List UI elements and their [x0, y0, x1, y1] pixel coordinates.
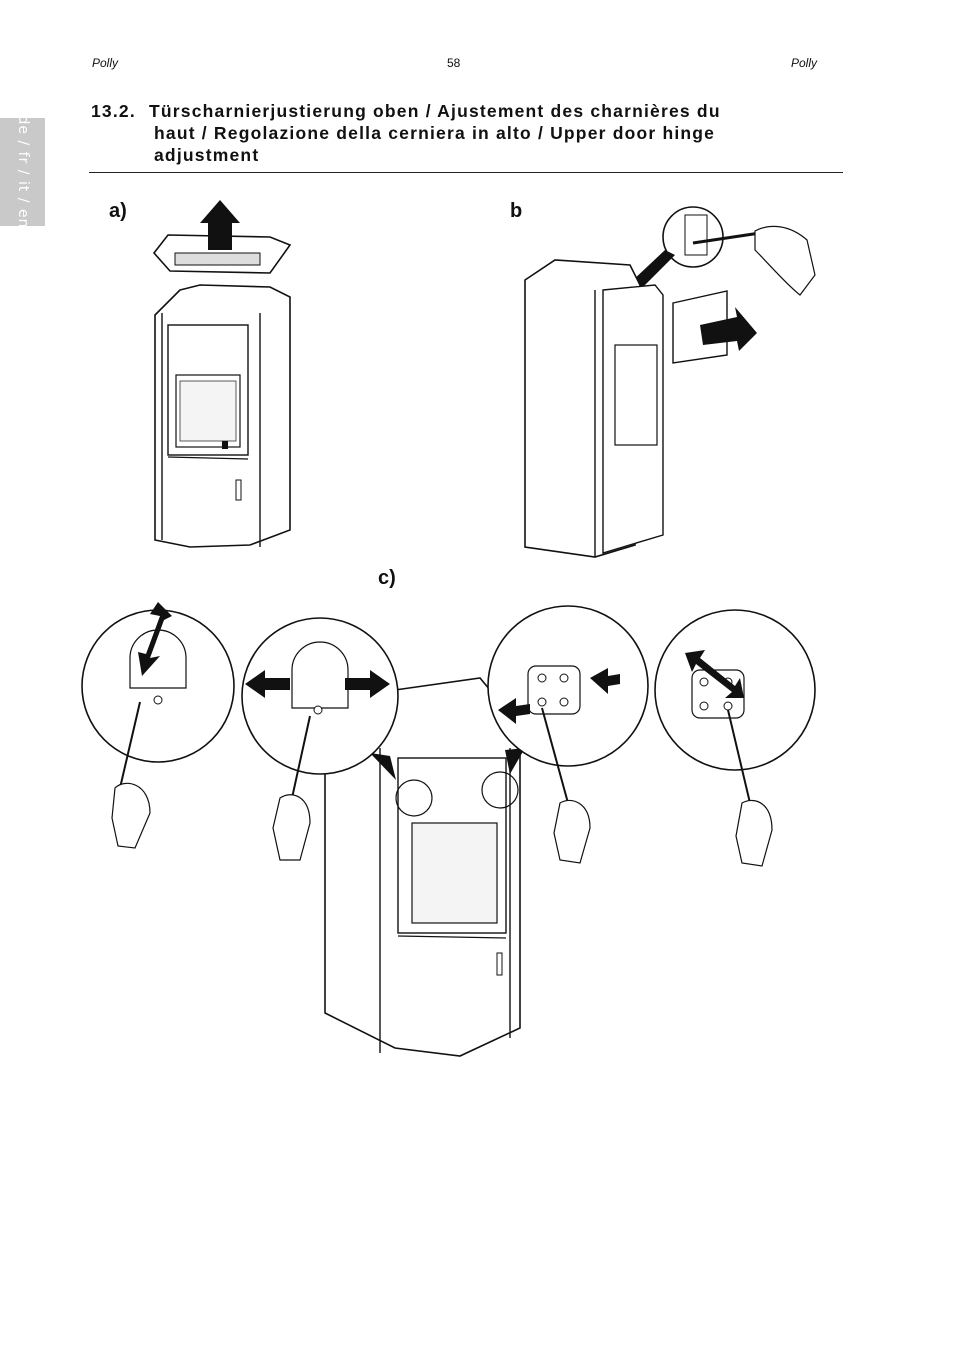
hand-icon — [735, 799, 773, 867]
heading-rule — [89, 172, 843, 173]
hand-icon — [272, 794, 311, 861]
language-tab-label: de / fr / it / en — [14, 115, 31, 229]
left-arrow-icon — [245, 670, 290, 698]
figure-b-door-removal — [515, 195, 825, 565]
hand-icon — [754, 225, 816, 296]
page-number: 58 — [447, 56, 461, 70]
header-left: Polly — [92, 56, 119, 70]
right-arrow-icon — [590, 668, 620, 694]
up-arrow-icon — [200, 200, 240, 250]
diagonal-arrow-icon — [685, 650, 744, 698]
stove-c-drawing — [81, 602, 816, 1057]
section-title-line2: haut / Regolazione della cerniera in alt… — [154, 123, 716, 143]
vertical-arrow-icon — [138, 602, 172, 676]
figure-a-label: a) — [109, 200, 127, 222]
pointer-arrow-right-icon — [505, 748, 525, 774]
stove-a-drawing — [152, 200, 292, 548]
figure-c-hinge-adjustment — [80, 598, 820, 1063]
right-arrow-icon — [345, 670, 390, 698]
stove-b-drawing — [524, 206, 816, 558]
figure-a-stove-top-removal — [150, 195, 300, 555]
pointer-arrow-left-icon — [370, 753, 396, 780]
right-arrow-icon — [700, 307, 757, 351]
section-heading: 13.2. Türscharnierjustierung oben / Ajust… — [91, 100, 841, 166]
hand-icon — [111, 782, 151, 849]
figure-b-label: b — [510, 200, 523, 222]
section-number: 13.2. — [91, 101, 136, 121]
language-tab: de / fr / it / en — [0, 115, 45, 229]
left-arrow-icon — [498, 698, 530, 724]
hand-icon — [553, 799, 591, 864]
section-title-line3: adjustment — [154, 145, 260, 165]
figure-c-label: c) — [378, 567, 396, 589]
section-title-line1: Türscharnierjustierung oben / Ajustement… — [149, 101, 721, 121]
pointer-arrow-icon — [630, 250, 675, 290]
header-right: Polly — [791, 56, 818, 70]
removed-door-panel — [672, 290, 728, 364]
